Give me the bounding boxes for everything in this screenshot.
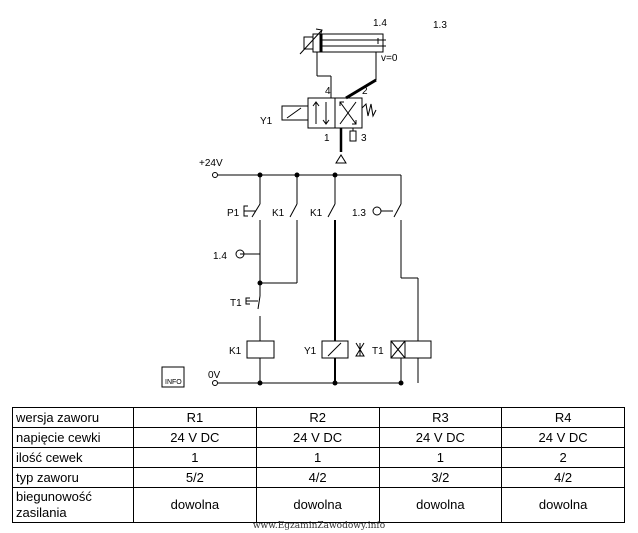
table-cell: dowolna [255, 487, 380, 523]
table-cell: dowolna [378, 487, 503, 523]
table-header-cell: R2 [255, 407, 380, 428]
table-cell: 1 [255, 447, 380, 468]
table-row: biegunowość zasilania dowolna dowolna do… [12, 487, 625, 523]
label-timer-contact: T1 [230, 298, 242, 309]
table-cell: 24 V DC [501, 427, 625, 448]
table-header-cell: wersja zaworu [12, 407, 134, 428]
table-cell: 5/2 [133, 467, 257, 488]
label-speed: v=0 [381, 53, 398, 64]
table-row: ilość cewek 1 1 1 2 [12, 447, 625, 468]
label-k1-b: K1 [310, 208, 323, 219]
table-cell: dowolna [133, 487, 257, 523]
label-sensor-13: 1.3 [352, 208, 366, 219]
label-port-1: 1 [324, 133, 330, 144]
label-sensor-b: 1.3 [433, 20, 447, 31]
label-k1-coil: K1 [229, 346, 242, 357]
table-cell: 1 [378, 447, 503, 468]
label-solenoid-valve: Y1 [260, 116, 273, 127]
electro-pneumatic-diagram: 1.4 1.3 v=0 4 2 1 3 Y1 +24V 0V P1 K1 K1 … [161, 18, 447, 388]
label-sensor-14: 1.4 [213, 251, 227, 262]
table-header-cell: R3 [378, 407, 503, 428]
label-t1-coil: T1 [372, 346, 384, 357]
label-ground: 0V [208, 370, 221, 381]
table-header-cell: R4 [501, 407, 625, 428]
label-sensor-a: 1.4 [373, 18, 387, 29]
table-cell: 2 [501, 447, 625, 468]
table-cell: 1 [133, 447, 257, 468]
watermark: www.EgzaminZawodowy.info [252, 521, 386, 531]
label-port-2: 2 [362, 86, 368, 97]
label-port-4: 4 [325, 86, 331, 97]
table-cell: ilość cewek [12, 447, 134, 468]
table-cell: 3/2 [378, 467, 503, 488]
table-cell: biegunowość zasilania [12, 487, 134, 523]
label-k1-a: K1 [272, 208, 285, 219]
directional-valve [281, 97, 377, 129]
label-supply: +24V [199, 158, 223, 169]
table-row: napięcie cewki 24 V DC 24 V DC 24 V DC 2… [12, 427, 625, 448]
table-cell: 24 V DC [378, 427, 503, 448]
info-logo: INFO [165, 379, 182, 386]
label-y1-coil: Y1 [304, 346, 317, 357]
table-cell: typ zaworu [12, 467, 134, 488]
table-cell: 24 V DC [133, 427, 257, 448]
table-cell: 4/2 [501, 467, 625, 488]
table-header-cell: R1 [133, 407, 257, 428]
label-port-3: 3 [361, 133, 367, 144]
table-header-row: wersja zaworu R1 R2 R3 R4 [12, 407, 625, 428]
table-cell: 24 V DC [255, 427, 380, 448]
label-p1: P1 [227, 208, 240, 219]
table-cell: dowolna [501, 487, 625, 523]
table-cell: 4/2 [255, 467, 380, 488]
table-row: typ zaworu 5/2 4/2 3/2 4/2 [12, 467, 625, 488]
valve-spec-table: wersja zaworu R1 R2 R3 R4 napięcie cewki… [12, 407, 625, 523]
cylinder [299, 28, 386, 55]
table-cell: napięcie cewki [12, 427, 134, 448]
